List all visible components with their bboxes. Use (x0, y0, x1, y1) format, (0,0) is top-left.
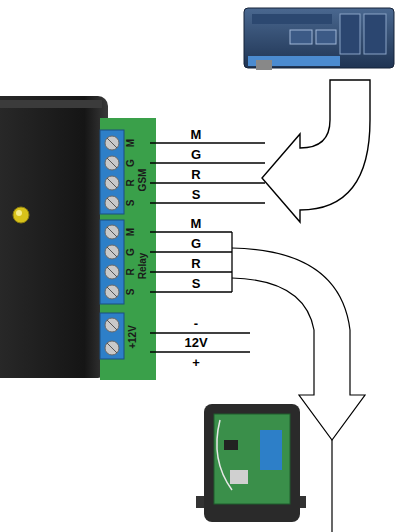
hollow-arrow (262, 80, 370, 222)
lead-line (331, 440, 332, 532)
screw-slot (107, 267, 117, 277)
terminal-label: R (126, 268, 136, 275)
signal-name: S (190, 277, 203, 290)
signal-name: R (189, 168, 202, 181)
signal-name: R (189, 257, 202, 270)
terminal-label: G (126, 159, 136, 167)
screw-slot (107, 343, 117, 353)
terminal-label: R (126, 179, 136, 186)
screw-slot (107, 320, 117, 330)
signal-name: S (190, 188, 203, 201)
signal-name: G (189, 148, 203, 161)
signal-name: M (189, 128, 204, 141)
terminal-label: M (126, 228, 136, 236)
screw-slot (107, 198, 117, 208)
terminal-label: G (126, 248, 136, 256)
terminal-screw (105, 225, 119, 239)
enclosure (0, 96, 108, 378)
terminal-screw (105, 245, 119, 259)
voltage-label: 12V (182, 336, 209, 349)
signal-name: M (189, 217, 204, 230)
terminal-label: M (126, 139, 136, 147)
screw-slot (107, 178, 117, 188)
board-label: +12V (128, 325, 138, 349)
screw-slot (107, 158, 117, 168)
board-label: GSM (138, 169, 148, 192)
screw-slot (107, 227, 117, 237)
terminal-screw (105, 265, 119, 279)
terminal-label: S (126, 289, 136, 296)
terminal-blocks (100, 130, 124, 359)
circuit-board (100, 118, 156, 380)
terminal-screw (105, 156, 119, 170)
screw-slot (107, 247, 117, 257)
screw-slot (107, 138, 117, 148)
wires (150, 143, 265, 352)
terminal-screw (105, 176, 119, 190)
terminal-screw (105, 136, 119, 150)
terminal-screw (105, 196, 119, 210)
terminal-screw (105, 318, 119, 332)
screw-slot (107, 287, 117, 297)
polarity-label: + (190, 356, 202, 369)
signal-name: G (189, 237, 203, 250)
polarity-label: - (192, 317, 200, 330)
gsm-module (244, 8, 394, 70)
terminal-screw (105, 285, 119, 299)
board-label: Relay (138, 253, 148, 280)
terminal-screw (105, 341, 119, 355)
terminal-screws (105, 136, 119, 355)
terminal-label: S (126, 200, 136, 207)
relay-module (196, 404, 306, 522)
